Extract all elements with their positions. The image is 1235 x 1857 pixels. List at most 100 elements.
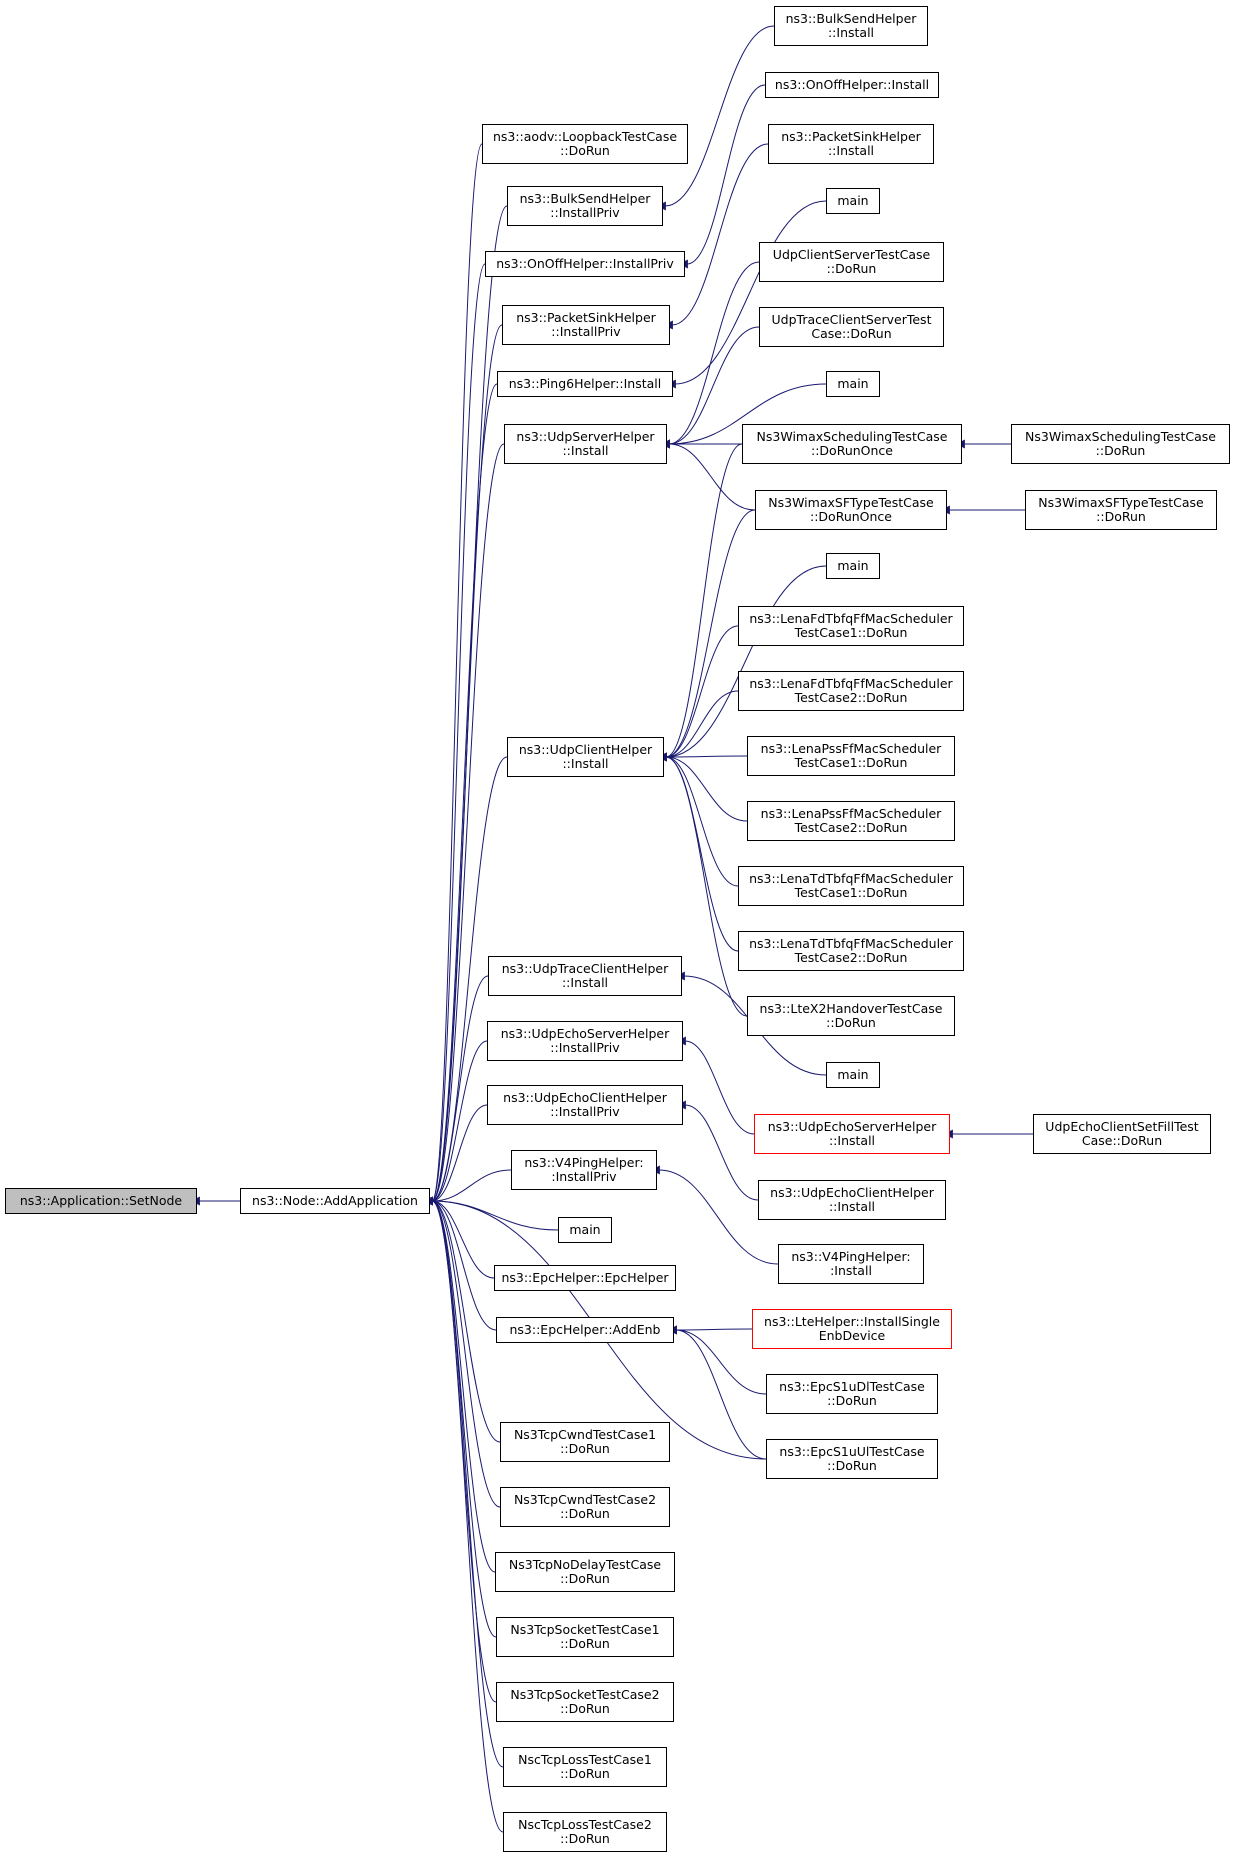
node-v4ping-install[interactable]: ns3::V4PingHelper::Install	[778, 1244, 924, 1284]
edge-epchelper_addenb-to-addapplication	[423, 1196, 497, 1331]
node-udpechoserver-installpriv[interactable]: ns3::UdpEchoServerHelper::InstallPriv	[487, 1021, 683, 1061]
edge-aodv_loopback-to-addapplication	[423, 143, 483, 1206]
edge-bulksend_install-to-bulksend_installpriv	[656, 25, 775, 211]
node-label-line: ns3::UdpEchoClientHelper	[770, 1185, 934, 1200]
edge-wimaxsched_runonce-to-udpclient_install	[657, 443, 743, 762]
edge-onoff_installpriv-to-addapplication	[423, 263, 486, 1206]
node-label-line: ns3::LteHelper::InstallSingle	[764, 1314, 940, 1329]
node-main-b[interactable]: main	[826, 371, 880, 397]
node-label-line: Ns3WimaxSFTypeTestCase	[768, 495, 934, 510]
edge-tcpcwnd1-to-addapplication	[423, 1196, 501, 1443]
node-wimaxsched-runonce[interactable]: Ns3WimaxSchedulingTestCase::DoRunOnce	[742, 424, 962, 464]
node-label-line: ns3::UdpEchoClientHelper	[503, 1090, 667, 1105]
node-label-line: ::DoRun	[827, 1458, 877, 1473]
node-label-line: UdpClientServerTestCase	[772, 247, 931, 262]
node-tcpnodelay[interactable]: Ns3TcpNoDelayTestCase::DoRun	[495, 1552, 675, 1592]
node-packetsink-installpriv[interactable]: ns3::PacketSinkHelper::InstallPriv	[502, 305, 670, 345]
node-label-line: ns3::Node::AddApplication	[252, 1193, 418, 1208]
node-epchelper-ctor[interactable]: ns3::EpcHelper::EpcHelper	[494, 1265, 676, 1291]
node-ping6-install[interactable]: ns3::Ping6Helper::Install	[497, 371, 673, 397]
node-aodv-loopback[interactable]: ns3::aodv::LoopbackTestCase::DoRun	[482, 124, 688, 164]
node-udpclientserver-test[interactable]: UdpClientServerTestCase::DoRun	[759, 242, 944, 282]
node-label-line: main	[569, 1222, 601, 1237]
node-tcpcwnd2[interactable]: Ns3TcpCwndTestCase2::DoRun	[500, 1487, 670, 1527]
node-label-line: ns3::V4PingHelper:	[524, 1155, 644, 1170]
node-main-d[interactable]: main	[826, 1062, 880, 1088]
node-label-line: ::DoRun	[560, 1571, 610, 1586]
node-label-line: :Install	[830, 1263, 872, 1278]
node-udpechoclient-installpriv[interactable]: ns3::UdpEchoClientHelper::InstallPriv	[487, 1085, 683, 1125]
node-label-line: TestCase2::DoRun	[794, 820, 908, 835]
node-label-line: ns3::LenaTdTbfqFfMacScheduler	[749, 871, 953, 886]
node-tcpsocket1[interactable]: Ns3TcpSocketTestCase1::DoRun	[496, 1617, 674, 1657]
edge-udpserver_install-to-addapplication	[423, 443, 505, 1206]
edge-wimaxsftype_runonce-to-udpclient_install	[657, 509, 756, 762]
node-label-line: ::InstallPriv	[550, 1104, 620, 1119]
edge-lenapss2-to-udpclient_install	[657, 752, 748, 822]
node-label-line: Ns3TcpCwndTestCase1	[513, 1427, 657, 1442]
node-label-line: ns3::LteX2HandoverTestCase	[759, 1001, 943, 1016]
node-ltex2handover[interactable]: ns3::LteX2HandoverTestCase::DoRun	[747, 996, 955, 1036]
node-udpechoserver-install[interactable]: ns3::UdpEchoServerHelper::Install	[754, 1114, 950, 1154]
node-bulksend-install[interactable]: ns3::BulkSendHelper::Install	[774, 6, 928, 46]
node-setnode[interactable]: ns3::Application::SetNode	[5, 1188, 197, 1214]
node-label-line: ::DoRun	[560, 1766, 610, 1781]
node-epchelper-addenb[interactable]: ns3::EpcHelper::AddEnb	[496, 1317, 674, 1343]
node-addapplication[interactable]: ns3::Node::AddApplication	[240, 1188, 430, 1214]
node-nsctcploss1[interactable]: NscTcpLossTestCase1::DoRun	[503, 1747, 667, 1787]
node-label-line: main	[837, 558, 869, 573]
node-v4ping-installpriv[interactable]: ns3::V4PingHelper::InstallPriv	[511, 1150, 657, 1190]
edge-udptraceclientserver_test-to-udpserver_install	[660, 326, 760, 449]
node-udpechoclient-install[interactable]: ns3::UdpEchoClientHelper::Install	[758, 1180, 946, 1220]
node-label-line: ::DoRun	[560, 1441, 610, 1456]
edge-lenapss1-to-udpclient_install	[657, 752, 748, 762]
node-label-line: ns3::Application::SetNode	[19, 1193, 183, 1208]
node-wimaxsched-dorun[interactable]: Ns3WimaxSchedulingTestCase::DoRun	[1011, 424, 1230, 464]
node-udpclient-install[interactable]: ns3::UdpClientHelper::Install	[507, 737, 664, 777]
node-label-line: ::InstallPriv	[550, 1040, 620, 1055]
edge-udpechoclient_install-to-udpechoclient_installpriv	[676, 1100, 759, 1201]
node-udpserver-install[interactable]: ns3::UdpServerHelper::Install	[504, 424, 667, 464]
edge-lenatdtbfq1-to-udpclient_install	[657, 752, 739, 887]
node-label-line: TestCase2::DoRun	[794, 950, 908, 965]
node-label-line: ns3::BulkSendHelper	[785, 11, 917, 26]
node-main-c[interactable]: main	[826, 553, 880, 579]
node-wimaxsftype-dorun[interactable]: Ns3WimaxSFTypeTestCase::DoRun	[1025, 490, 1217, 530]
node-label-line: ::DoRun	[1096, 509, 1146, 524]
node-bulksend-installpriv[interactable]: ns3::BulkSendHelper::InstallPriv	[507, 186, 663, 226]
node-tcpcwnd1[interactable]: Ns3TcpCwndTestCase1::DoRun	[500, 1422, 670, 1462]
node-wimaxsftype-runonce[interactable]: Ns3WimaxSFTypeTestCase::DoRunOnce	[755, 490, 947, 530]
edge-v4ping_installpriv-to-addapplication	[423, 1169, 512, 1206]
node-tcpsocket2[interactable]: Ns3TcpSocketTestCase2::DoRun	[496, 1682, 674, 1722]
node-onoff-installpriv[interactable]: ns3::OnOffHelper::InstallPriv	[485, 251, 685, 277]
node-label-line: ns3::EpcHelper::AddEnb	[509, 1322, 661, 1337]
node-udptrace-install[interactable]: ns3::UdpTraceClientHelper::Install	[488, 956, 682, 996]
node-nsctcploss2[interactable]: NscTcpLossTestCase2::DoRun	[503, 1812, 667, 1852]
node-label-line: ns3::OnOffHelper::Install	[774, 77, 930, 92]
node-label-line: ::DoRun	[1095, 443, 1146, 458]
node-label-line: ns3::V4PingHelper:	[791, 1249, 911, 1264]
node-epcs1uul[interactable]: ns3::EpcS1uUlTestCase::DoRun	[766, 1439, 938, 1479]
node-label-line: ns3::LenaFdTbfqFfMacScheduler	[749, 611, 953, 626]
node-label-line: ns3::UdpEchoServerHelper	[767, 1119, 937, 1134]
node-label-line: ns3::LenaPssFfMacScheduler	[760, 806, 942, 821]
node-label-line: TestCase1::DoRun	[794, 755, 908, 770]
node-main-mid[interactable]: main	[558, 1217, 612, 1243]
node-onoff-install[interactable]: ns3::OnOffHelper::Install	[765, 72, 939, 98]
node-label-line: ::DoRun	[560, 1701, 610, 1716]
node-packetsink-install[interactable]: ns3::PacketSinkHelper::Install	[768, 124, 934, 164]
edge-onoff_install-to-onoff_installpriv	[678, 84, 766, 269]
node-epcs1udl[interactable]: ns3::EpcS1uDlTestCase::DoRun	[766, 1374, 938, 1414]
node-main-a[interactable]: main	[826, 188, 880, 214]
